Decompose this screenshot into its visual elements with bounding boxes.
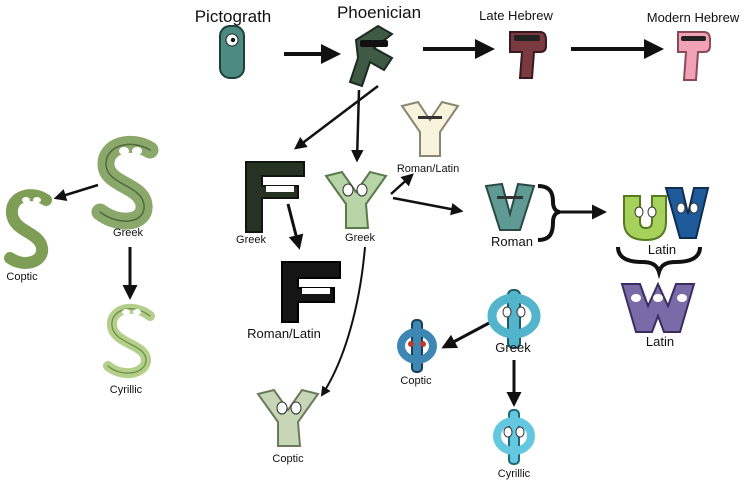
label-cyrillic-s: Cyrillic	[110, 384, 143, 396]
eye-icon	[122, 309, 130, 315]
label-greek-y: Greek	[345, 232, 375, 244]
letter-character-icon	[484, 182, 536, 231]
modern-hebrew-character	[677, 31, 711, 81]
eye-icon	[22, 197, 30, 203]
letter-character-icon	[664, 187, 710, 239]
label-late-hebrew: Late Hebrew	[479, 8, 553, 23]
letter-character-icon	[324, 170, 388, 229]
curly-brace-icon	[537, 184, 561, 242]
coptic-y-character	[256, 388, 320, 447]
arrow-greek-f-to-roman-latin-f	[286, 203, 304, 250]
eye-icon	[677, 294, 687, 302]
label-greek-f: Greek	[236, 234, 266, 246]
latin-v-character	[664, 187, 710, 239]
coptic-phi-character	[397, 319, 437, 373]
eye-icon	[132, 147, 142, 155]
eye-icon	[647, 206, 657, 218]
arrow-phoenician-to-greek-f	[294, 85, 379, 150]
eye-icon	[133, 309, 141, 315]
eye-icon	[356, 183, 368, 197]
arrow-greek-y-to-roman-v	[392, 196, 464, 216]
teeth-icon	[266, 186, 294, 192]
pictograph-character	[219, 25, 245, 79]
greek-s-character	[91, 135, 159, 230]
label-pictograph: Pictograth	[195, 7, 272, 26]
pupil-icon	[230, 37, 236, 43]
eyebrow-icon	[497, 196, 523, 199]
teeth-icon	[302, 288, 330, 294]
arrow-phoenician-to-greek-y	[351, 89, 364, 163]
eye-icon	[33, 197, 41, 203]
eye-icon	[119, 147, 129, 155]
eye-icon	[634, 206, 644, 218]
letter-character-icon	[107, 308, 151, 374]
letter-character-icon	[509, 31, 547, 79]
arrow-greek-phi-to-coptic-phi	[441, 320, 492, 349]
late-hebrew-character	[509, 31, 547, 79]
label-coptic-phi: Coptic	[400, 375, 432, 387]
curly-brace-icon	[616, 246, 702, 280]
letter-character-icon	[487, 293, 541, 339]
eye-icon	[276, 401, 288, 415]
coptic-s-character	[4, 189, 52, 269]
letter-character-icon	[103, 303, 155, 379]
roman-v-character	[484, 182, 536, 231]
label-roman-latin-f: Roman/Latin	[247, 326, 321, 341]
eye-icon	[515, 426, 525, 438]
label-cyrillic-phi: Cyrillic	[498, 468, 531, 480]
letter-character-icon	[397, 328, 437, 364]
letter-character-icon	[623, 195, 667, 242]
latin-u-character	[623, 195, 667, 242]
eye-icon	[502, 306, 512, 318]
eyebrow-icon	[418, 116, 442, 119]
arrow-greek-y-to-coptic-y	[320, 246, 366, 397]
letter-character-icon	[411, 319, 423, 373]
phoenician-character	[348, 24, 394, 88]
letter-character-icon	[256, 388, 320, 447]
letter-character-icon	[493, 417, 535, 455]
label-modern-hebrew: Modern Hebrew	[647, 10, 740, 25]
roman-latin-f-character	[281, 261, 341, 323]
eye-icon	[653, 294, 663, 302]
letter-character-icon	[677, 31, 711, 81]
label-latin-uv: Latin	[648, 242, 676, 257]
label-roman-v: Roman	[491, 234, 533, 249]
greek-phi-character	[487, 289, 541, 349]
sunglasses-icon	[360, 40, 388, 47]
eye-icon	[503, 426, 513, 438]
eye-icon	[631, 294, 641, 302]
sunglasses-icon	[681, 36, 706, 41]
eye-icon	[408, 341, 414, 347]
arrow-greek-y-to-roman-latin-y	[390, 173, 414, 195]
letter-character-icon	[400, 100, 460, 157]
label-greek-s: Greek	[113, 227, 143, 239]
roman-latin-y-character	[400, 100, 460, 157]
label-coptic-s: Coptic	[6, 271, 38, 283]
eye-icon	[342, 183, 354, 197]
arrow-greek-s-to-coptic-s	[53, 183, 99, 202]
label-greek-phi: Greek	[495, 340, 531, 355]
eye-icon	[689, 202, 699, 214]
eye-icon	[676, 202, 686, 214]
greek-f-character	[245, 161, 305, 233]
letter-character-icon	[620, 281, 696, 333]
arrows	[53, 39, 664, 407]
label-roman-latin-y: Roman/Latin	[397, 163, 459, 175]
eye-icon	[516, 306, 526, 318]
latin-w-character	[620, 281, 696, 333]
cyrillic-s-character	[103, 303, 155, 379]
label-phoenician: Phoenician	[337, 3, 421, 22]
eye-icon	[290, 401, 302, 415]
cyrillic-phi-character	[493, 409, 535, 465]
sunglasses-icon	[514, 35, 540, 41]
label-latin-w: Latin	[646, 334, 674, 349]
letter-character-icon	[4, 189, 52, 269]
eye-icon	[420, 341, 426, 347]
label-coptic-y: Coptic	[272, 453, 304, 465]
greek-y-character	[324, 170, 388, 229]
letter-character-icon	[348, 24, 394, 88]
letter-character-icon	[245, 161, 305, 233]
letter-character-icon	[99, 143, 151, 222]
